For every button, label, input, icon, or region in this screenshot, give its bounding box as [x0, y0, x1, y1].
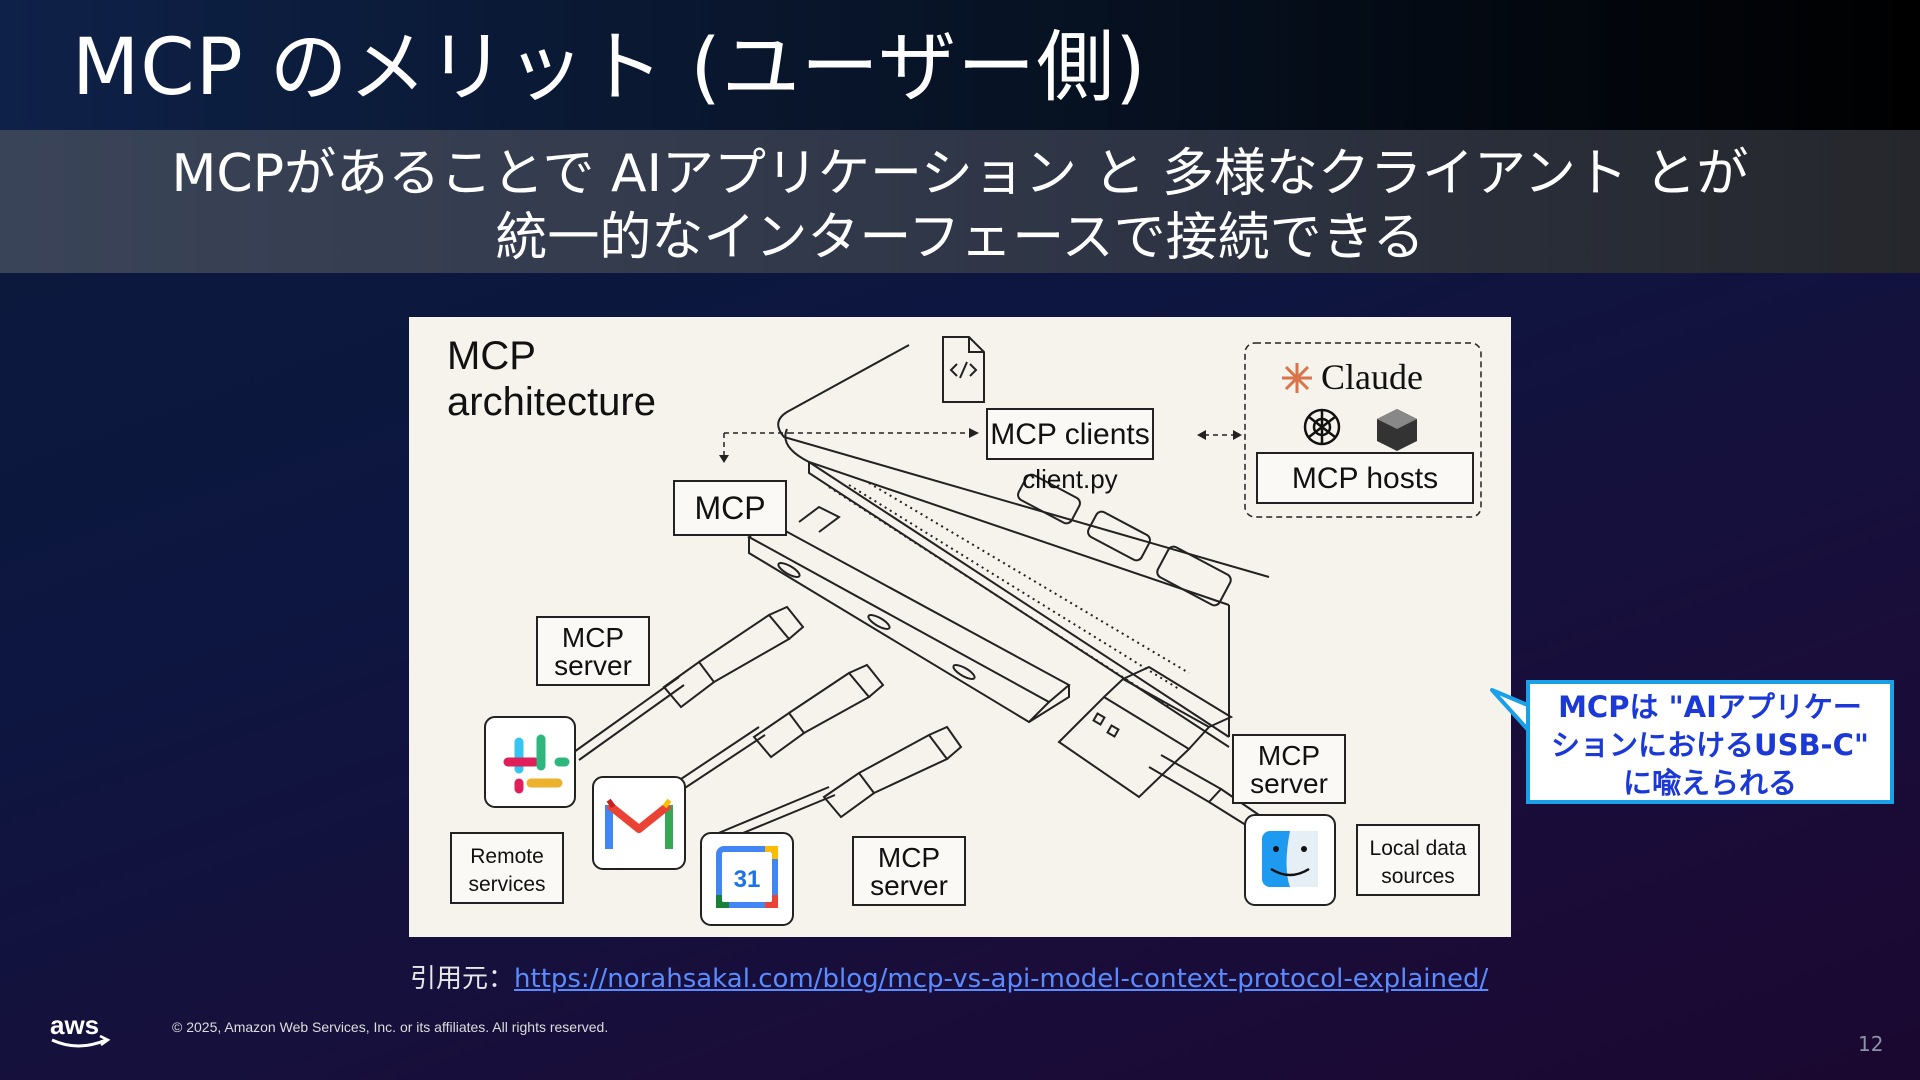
- callout-line-1: MCPは "AIアプリケー: [1558, 690, 1862, 724]
- finder-icon: [1262, 831, 1318, 887]
- copyright: © 2025, Amazon Web Services, Inc. or its…: [172, 1019, 609, 1035]
- mcp-hosts-label: MCP hosts: [1292, 462, 1438, 495]
- mcp-architecture-figure: MCP architecture: [409, 317, 1511, 937]
- remote-services-line2: services: [468, 873, 545, 896]
- mcp-clients-label: MCP clients: [990, 418, 1150, 451]
- title-band: MCP のメリット (ユーザー側): [0, 0, 1920, 130]
- mcp-server-b-line1: MCP: [878, 842, 940, 873]
- aws-logo-text: aws: [50, 1010, 99, 1040]
- mcp-server-a-line1: MCP: [562, 622, 624, 653]
- slack-icon: [503, 734, 570, 794]
- gmail-app: [592, 776, 686, 870]
- gmail-icon: [605, 798, 673, 849]
- calendar-day-number: 31: [734, 866, 761, 893]
- figure-heading-line-1: MCP: [447, 334, 536, 378]
- connection-arrows: [723, 432, 1235, 457]
- mcp-server-remote-box: [536, 616, 650, 686]
- callout: MCPは "AIアプリケー ションにおけるUSB-C" に喩えられる: [1490, 680, 1902, 810]
- mcp-server-a-line2: server: [554, 650, 632, 681]
- mcp-server-calendar-box: [852, 836, 966, 906]
- subtitle-line-2: 統一的なインターフェースで接続できる: [495, 208, 1425, 268]
- mcp-server-c-line1: MCP: [1258, 740, 1320, 771]
- code-file-icon: [942, 336, 985, 403]
- local-data-sources-box: [1356, 824, 1480, 896]
- app-cube-icon: [1377, 409, 1417, 451]
- subtitle-line-1: MCPがあることで AIアプリケーション と 多様なクライアント とが: [171, 144, 1749, 204]
- architecture-diagram: MCP architecture: [447, 334, 1482, 926]
- mcp-box: [673, 480, 787, 536]
- local-data-line2: sources: [1381, 865, 1455, 888]
- page-number: 12: [1858, 1032, 1884, 1056]
- citation-link[interactable]: https://norahsakal.com/blog/mcp-vs-api-m…: [514, 964, 1489, 994]
- citation: 引用元：https://norahsakal.com/blog/mcp-vs-a…: [410, 958, 1488, 995]
- openai-logo-icon: [1303, 408, 1341, 446]
- aws-logo: aws: [50, 1010, 111, 1048]
- callout-line-3: に喩えられる: [1622, 766, 1797, 800]
- subtitle-band: MCPがあることで AIアプリケーション と 多様なクライアント とが 統一的な…: [0, 130, 1920, 273]
- client-file-label: client.py: [1022, 464, 1117, 494]
- mcp-clients-box: [986, 408, 1154, 460]
- local-data-line1: Local data: [1370, 837, 1467, 860]
- laptop-illustration: [777, 344, 1270, 748]
- claude-logo-icon: [1282, 363, 1312, 393]
- remote-services-box: [450, 832, 564, 904]
- remote-services-line1: Remote: [470, 845, 544, 868]
- mcp-server-local-box: [1232, 734, 1346, 804]
- mcp-label: MCP: [694, 490, 765, 526]
- slide-title: MCP のメリット (ユーザー側): [72, 23, 1147, 113]
- callout-line-2: ションにおけるUSB-C": [1551, 728, 1869, 762]
- google-calendar-icon: [716, 846, 778, 908]
- figure-heading-line-2: architecture: [447, 380, 656, 424]
- mcp-hosts-box: [1256, 452, 1474, 504]
- callout-box: MCPは "AIアプリケー ションにおけるUSB-C" に喩えられる: [1526, 680, 1894, 804]
- mcp-server-b-line2: server: [870, 870, 948, 901]
- claude-brand-text: Claude: [1321, 357, 1423, 397]
- mcp-server-c-line2: server: [1250, 768, 1328, 799]
- citation-prefix: 引用元：: [410, 964, 515, 994]
